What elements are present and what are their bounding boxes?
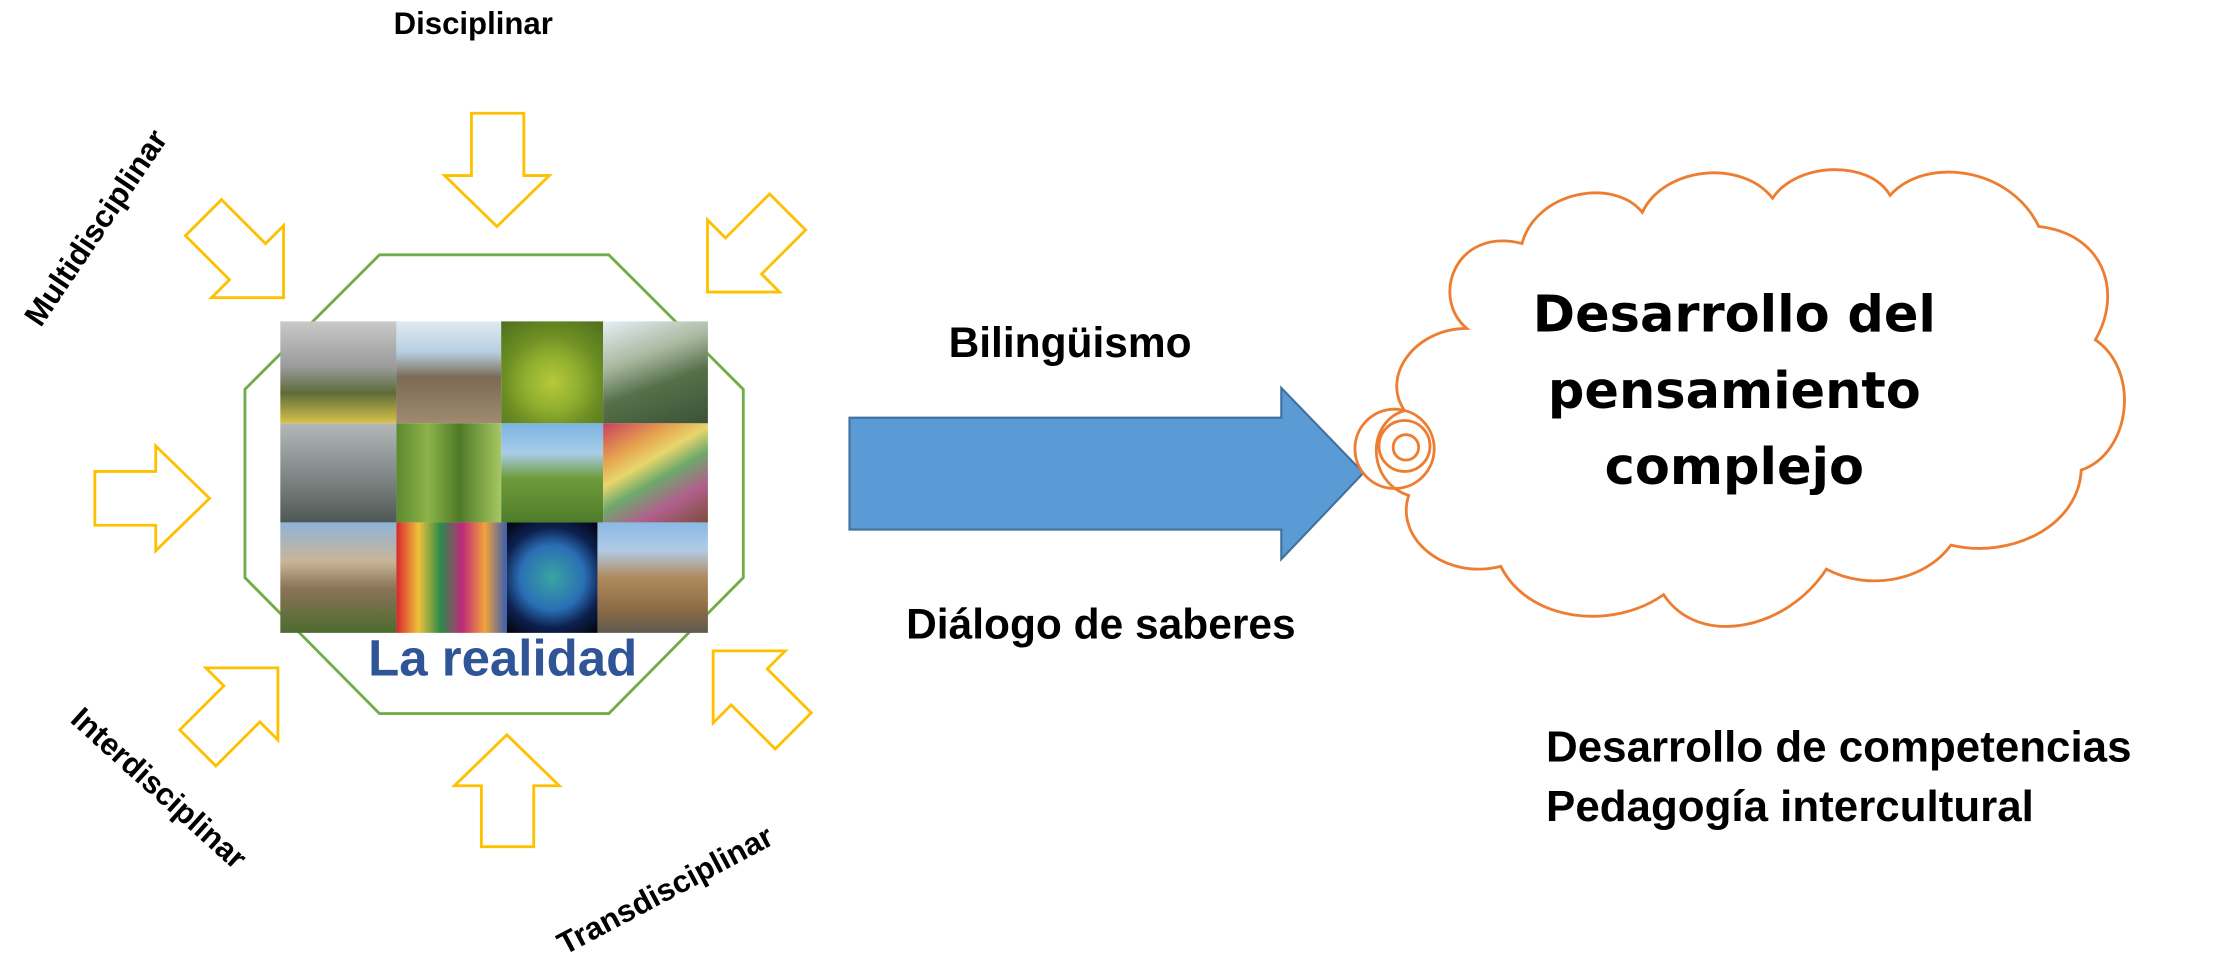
- photo-cathedral: [597, 522, 708, 633]
- photo-cornfield: [396, 423, 502, 523]
- cloud-title-line-2: pensamiento: [1547, 362, 1921, 421]
- photo-rock-formations: [280, 522, 397, 633]
- cloud-title-line-1: Desarrollo del: [1532, 285, 1936, 345]
- label-disciplinar: Disciplinar: [393, 5, 553, 42]
- photo-rainbow-mountain: [603, 423, 708, 523]
- arrow-top-left-icon: [183, 197, 285, 300]
- arrow-top-right-icon: [706, 191, 808, 294]
- arrow-top-icon: [441, 111, 553, 229]
- label-dialogo-de-saberes: Diálogo de saberes: [906, 601, 1296, 649]
- photo-traditional-dancers: [396, 522, 507, 633]
- photo-terraces: [501, 321, 604, 424]
- cloud-bubble-large: [1353, 407, 1436, 490]
- reality-octagon: [243, 253, 745, 715]
- photo-earth-with-mask: [506, 522, 598, 633]
- arrow-bottom-right-icon: [711, 649, 814, 751]
- photo-mining-site: [280, 423, 397, 523]
- photo-street-scene: [280, 321, 397, 424]
- label-pedagogia-intercultural: Pedagogía intercultural: [1546, 781, 2034, 832]
- photo-green-hills: [501, 423, 604, 523]
- arrow-bottom-icon: [450, 732, 563, 849]
- thought-cloud: [1353, 168, 2126, 628]
- photo-city-panorama: [396, 321, 502, 424]
- cloud-title: Desarrollo del pensamiento complejo: [1529, 277, 1940, 506]
- cloud-bubble-medium: [1377, 419, 1432, 473]
- cloud-title-line-3: complejo: [1604, 438, 1865, 497]
- label-desarrollo-de-competencias: Desarrollo de competencias: [1546, 722, 2132, 772]
- la-realidad-label: La realidad: [368, 628, 638, 687]
- cloud-bubble-small: [1391, 433, 1421, 462]
- arrow-bottom-left-icon: [177, 666, 280, 768]
- label-bilinguismo: Bilingüismo: [948, 319, 1192, 367]
- arrow-left-icon: [93, 442, 212, 555]
- big-right-arrow-icon: [848, 385, 1365, 562]
- photo-mountain-ruins: [603, 321, 708, 424]
